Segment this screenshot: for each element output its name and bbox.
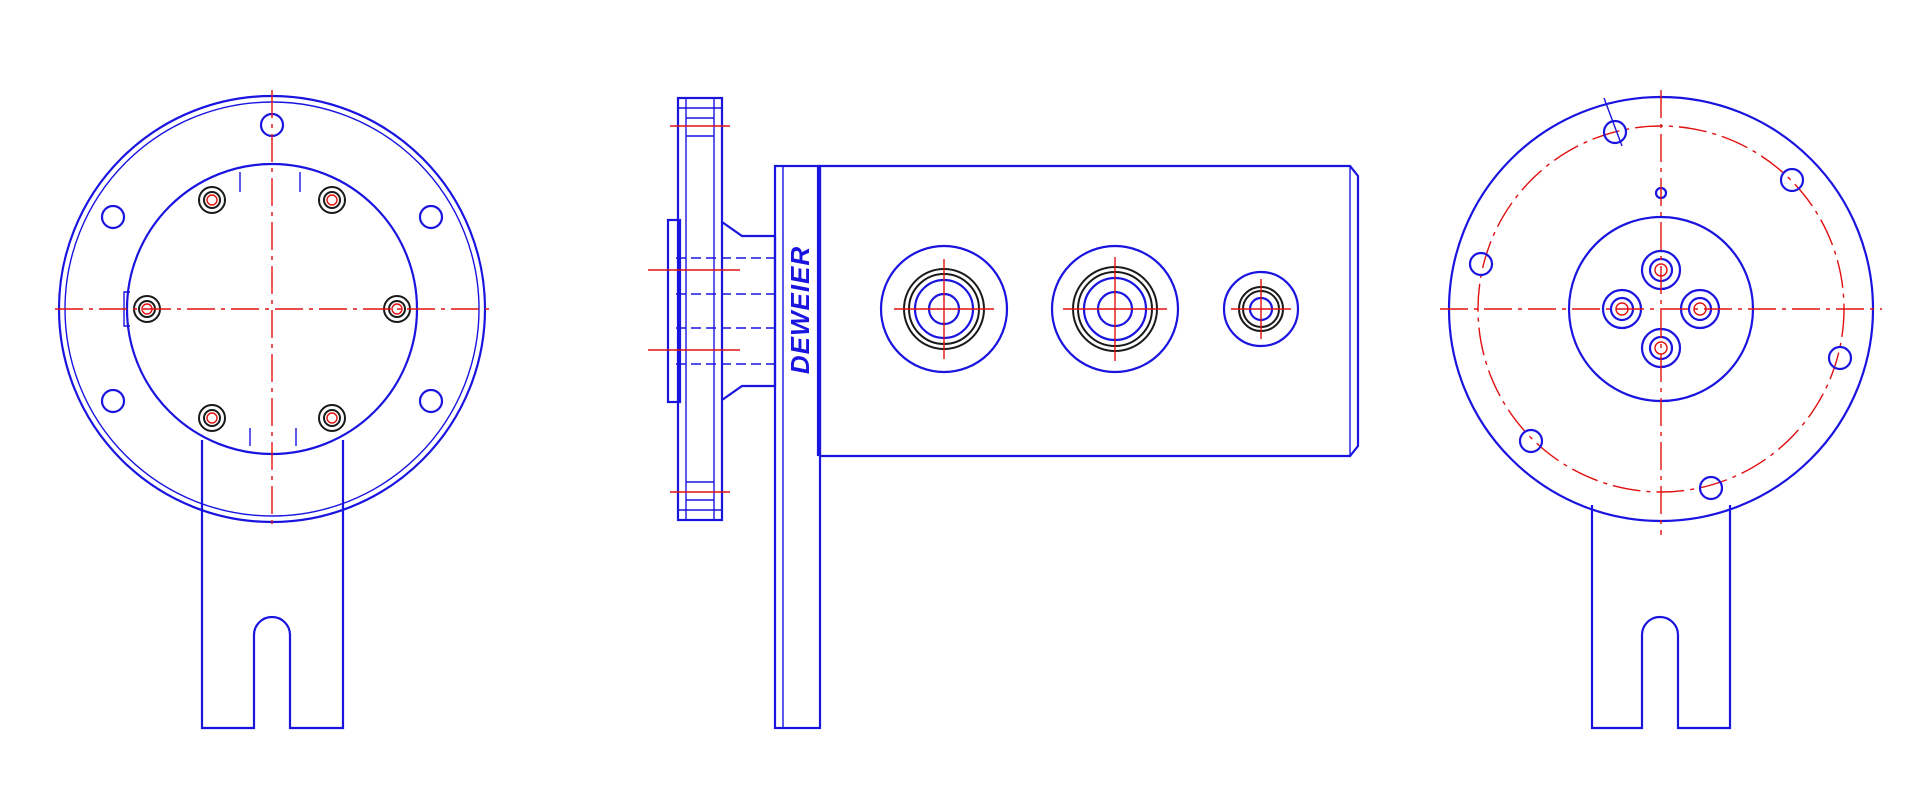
side-port-3 <box>1222 270 1300 348</box>
side-neck <box>721 221 777 401</box>
rear-flange-holes <box>1468 119 1853 501</box>
side-main-body <box>818 164 1360 458</box>
side-view: DEWEIER <box>648 96 1360 730</box>
side-port-2 <box>1050 244 1180 374</box>
side-shaft-stub <box>666 218 682 404</box>
front-tick-marks <box>239 172 301 446</box>
brand-text: DEWEIER <box>785 246 815 374</box>
rear-view <box>1440 90 1882 730</box>
side-flange-details <box>678 98 722 520</box>
front-centerlines <box>55 90 495 530</box>
side-neck-hidden-lines <box>676 257 775 365</box>
front-view <box>55 90 495 730</box>
side-flange <box>676 96 724 522</box>
side-port-1 <box>879 244 1009 374</box>
front-bracket <box>200 440 345 730</box>
front-hub-screws <box>133 186 411 432</box>
rear-centerlines <box>1440 90 1882 535</box>
rear-bracket <box>1590 505 1732 730</box>
rear-hole-leader <box>1603 97 1623 147</box>
